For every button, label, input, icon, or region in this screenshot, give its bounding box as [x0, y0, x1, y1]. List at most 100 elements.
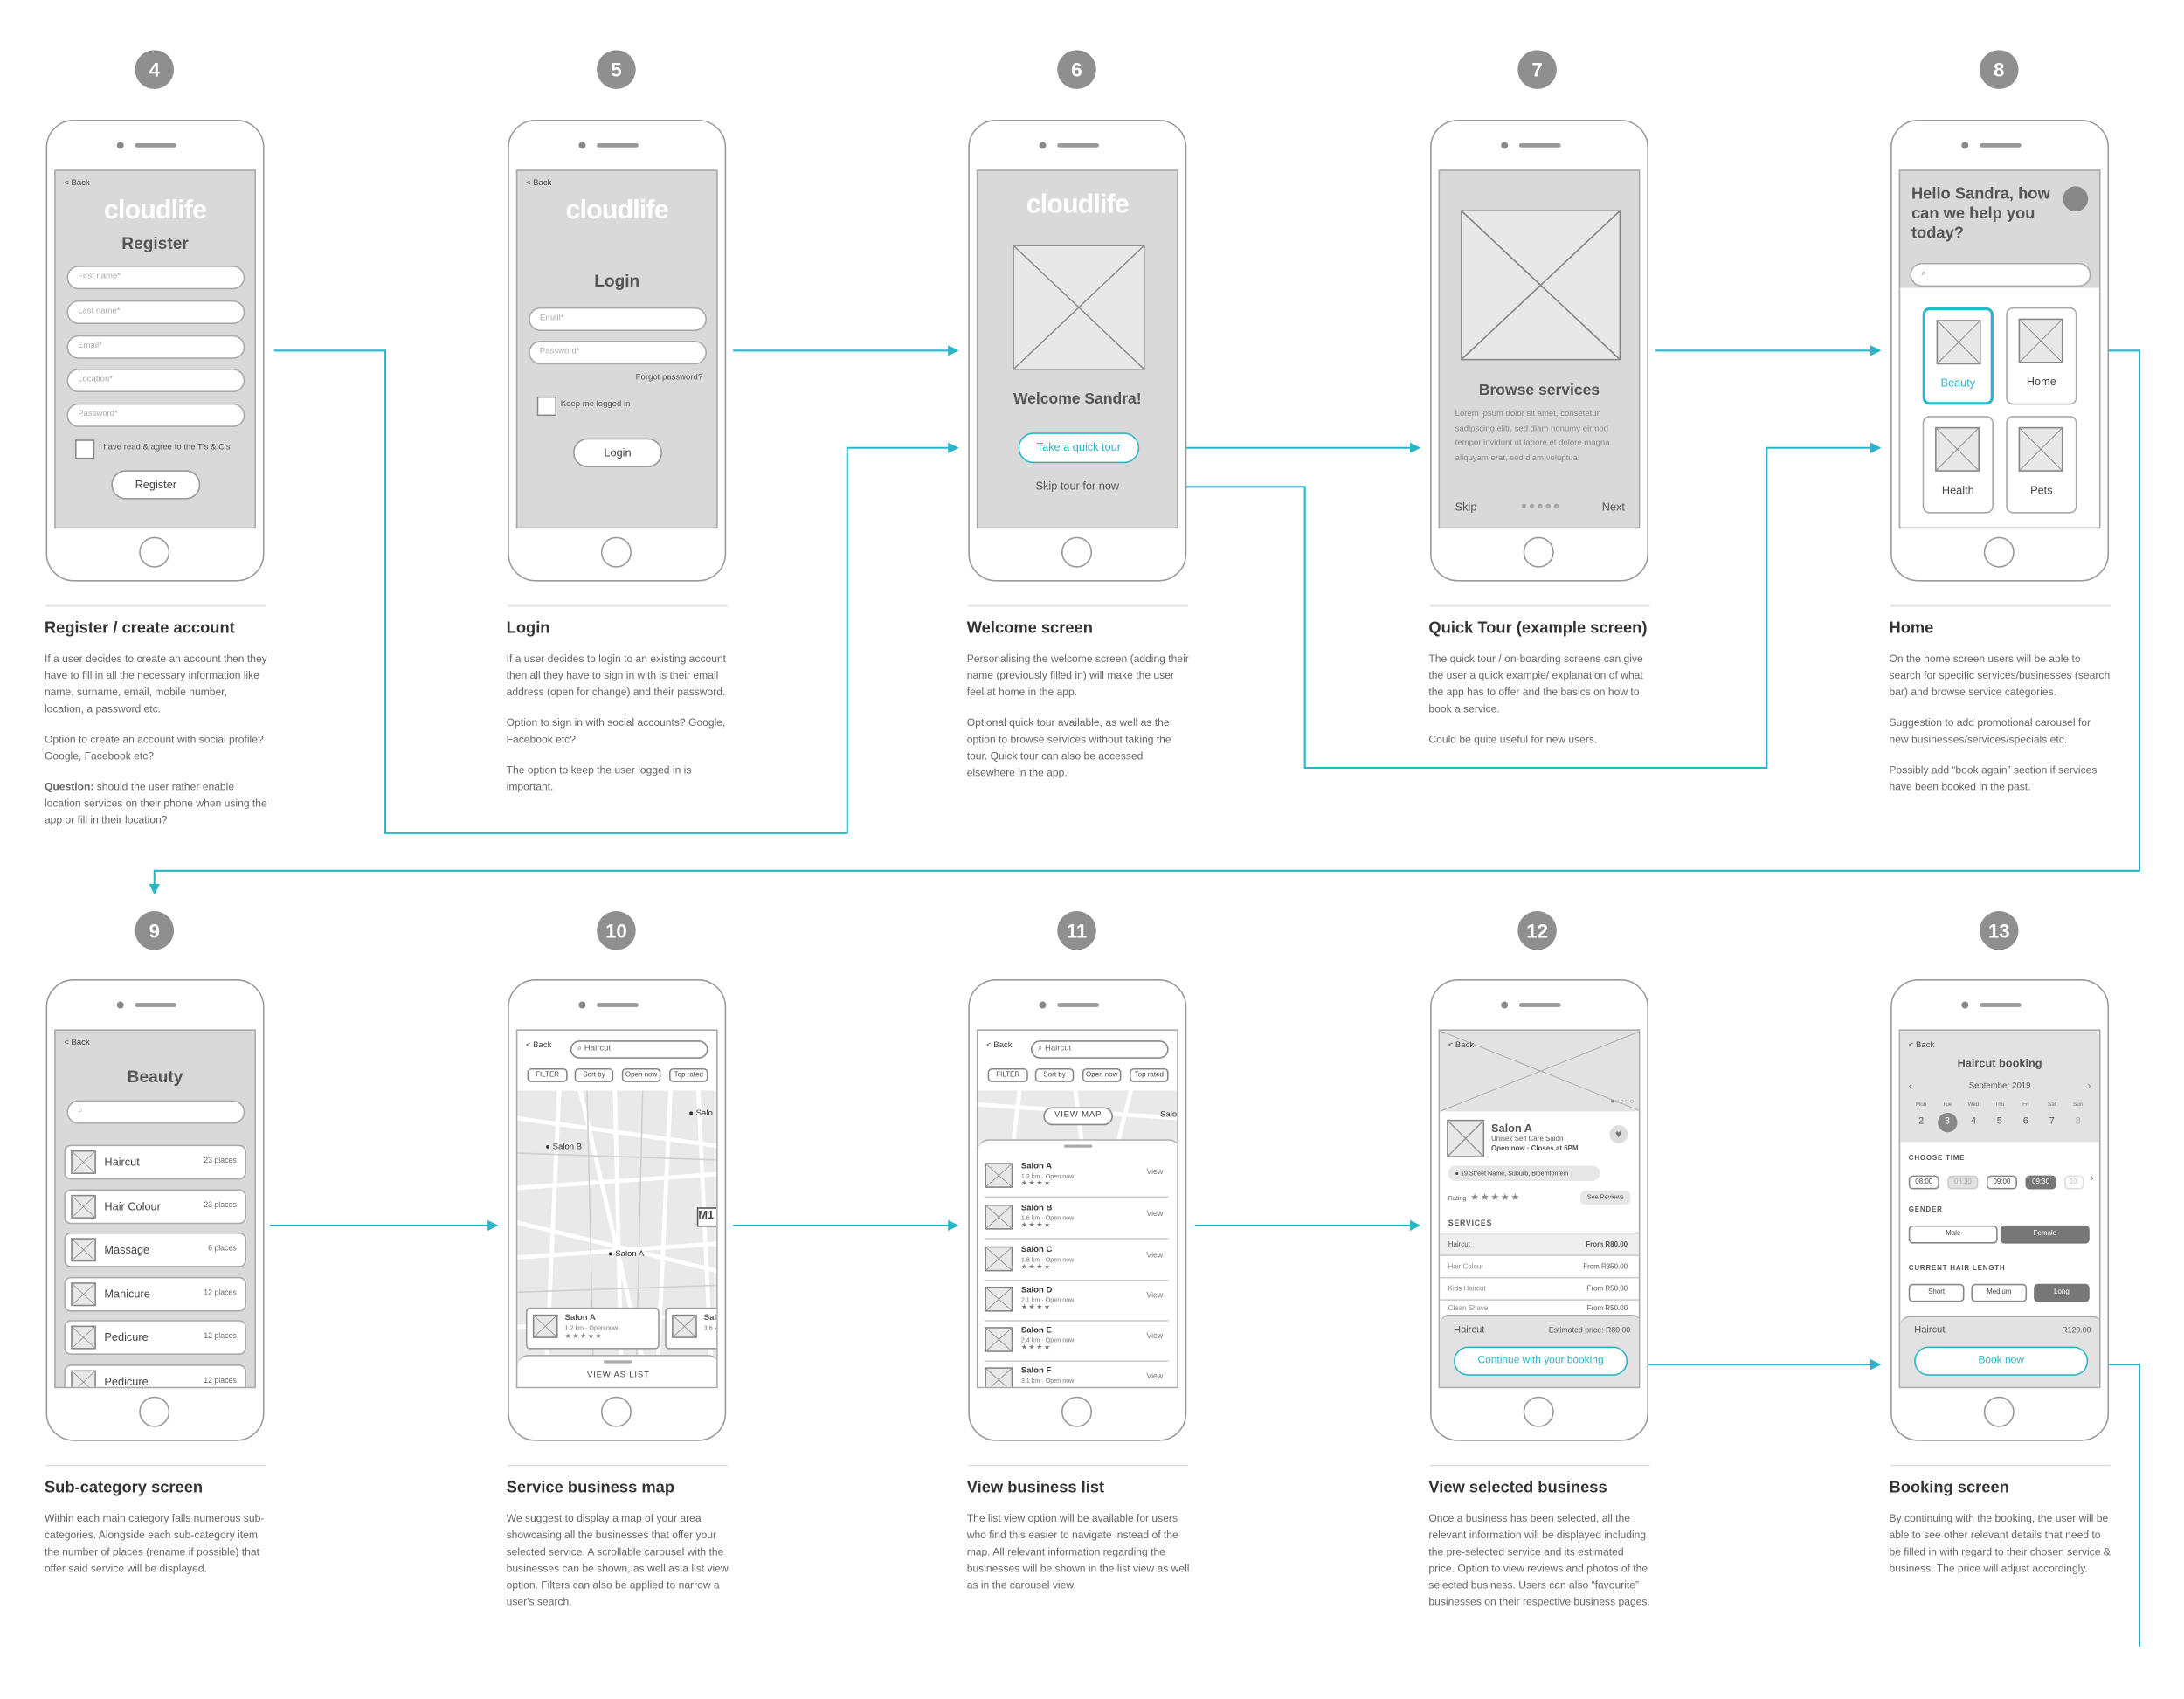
filter-chip[interactable]: FILTER [527, 1067, 568, 1082]
time-slot[interactable]: 09:00 [1986, 1175, 2017, 1190]
back-link[interactable]: < Back [1448, 1041, 1475, 1051]
category-health[interactable]: Health [1922, 416, 1994, 514]
category-beauty[interactable]: Beauty [1922, 307, 1994, 405]
business-card[interactable]: Salo 3.6 k [665, 1307, 717, 1350]
map-pin-salon-a[interactable]: ● Salon A [608, 1251, 644, 1260]
open-now-chip[interactable]: Open now [1082, 1067, 1122, 1082]
top-rated-chip[interactable]: Top rated [668, 1067, 708, 1082]
continue-booking-button[interactable]: Continue with your booking [1454, 1346, 1628, 1376]
camera-icon [578, 1001, 586, 1009]
view-as-list-button[interactable]: VIEW AS LIST [586, 1371, 650, 1380]
view-link[interactable]: View [1146, 1372, 1164, 1382]
last-name-field[interactable]: Last name* [66, 300, 245, 325]
view-link[interactable]: View [1146, 1252, 1164, 1260]
list-sheet[interactable]: VIEW AS LIST [517, 1354, 717, 1387]
password-field[interactable]: Password* [529, 341, 707, 365]
address-chip[interactable]: ● 19 Street Name, Suburb, Bloemfontein [1448, 1165, 1600, 1181]
quick-tour-button[interactable]: Take a quick tour [1018, 432, 1140, 464]
favourite-heart-icon[interactable]: ♥ [1609, 1125, 1628, 1143]
business-card[interactable]: Salon A 1.2 km · Open now ★★★★★ [525, 1307, 660, 1350]
view-link[interactable]: View [1146, 1210, 1164, 1219]
back-link[interactable]: < Back [1908, 1041, 1935, 1051]
back-link[interactable]: < Back [64, 1039, 90, 1048]
see-reviews-button[interactable]: See Reviews [1579, 1191, 1631, 1205]
day-cell[interactable]: 5 [1996, 1116, 2003, 1127]
view-link[interactable]: View [1146, 1332, 1164, 1342]
filter-chip[interactable]: FILTER [987, 1067, 1028, 1082]
back-link[interactable]: < Back [525, 1041, 552, 1051]
view-map-button[interactable]: VIEW MAP [1043, 1107, 1113, 1126]
time-slot[interactable]: 08:00 [1908, 1175, 1939, 1190]
time-slot-selected[interactable]: 09:30 [2025, 1175, 2056, 1190]
forgot-password-link[interactable]: Forgot password? [635, 374, 703, 383]
view-link[interactable]: View [1146, 1168, 1164, 1178]
back-link[interactable]: < Back [64, 179, 90, 188]
map-pin-salon-b[interactable]: ● Salon B [545, 1143, 582, 1152]
next-month-icon[interactable]: › [2087, 1079, 2091, 1093]
email-field[interactable]: Email* [66, 335, 245, 359]
back-link[interactable]: < Back [525, 179, 552, 188]
terms-checkbox[interactable] [74, 439, 95, 459]
search-input[interactable]: ⌕ [1910, 262, 2091, 287]
step-number: 11 [1057, 911, 1096, 950]
day-cell[interactable]: 7 [2049, 1116, 2055, 1127]
top-rated-chip[interactable]: Top rated [1130, 1067, 1169, 1082]
skip-link[interactable]: Skip [1455, 501, 1477, 514]
first-name-field[interactable]: First name* [66, 266, 245, 290]
business-photo[interactable] [1440, 1030, 1639, 1112]
login-button[interactable]: Login [573, 438, 662, 468]
length-medium[interactable]: Medium [1971, 1283, 2028, 1302]
search-input[interactable]: ⌕ [66, 1100, 245, 1124]
keep-logged-checkbox[interactable] [536, 396, 556, 417]
day-cell[interactable]: 2 [1918, 1116, 1925, 1127]
gender-male[interactable]: Male [1908, 1225, 1998, 1244]
next-link[interactable]: Next [1601, 501, 1625, 514]
view-link[interactable]: View [1146, 1292, 1164, 1301]
category-home[interactable]: Home [2006, 307, 2077, 405]
map-pin-salon-c[interactable]: ● Salo [688, 1110, 713, 1119]
category-pets[interactable]: Pets [2006, 416, 2077, 514]
day-cell[interactable]: 6 [2022, 1116, 2028, 1127]
book-now-button[interactable]: Book now [1914, 1346, 2089, 1376]
gender-female-selected[interactable]: Female [2000, 1225, 2090, 1244]
location-field[interactable]: Location* [66, 368, 245, 393]
register-button[interactable]: Register [111, 470, 201, 500]
profile-avatar-icon[interactable] [2063, 186, 2089, 212]
drag-handle-icon[interactable] [604, 1360, 632, 1364]
skip-tour-link[interactable]: Skip tour for now [1035, 480, 1120, 493]
next-times-icon[interactable]: › [2090, 1173, 2094, 1184]
day-cell[interactable]: 8 [2075, 1116, 2081, 1127]
time-slot[interactable]: 10: [2064, 1175, 2084, 1190]
back-link[interactable]: < Back [986, 1041, 1013, 1051]
sort-chip[interactable]: Sort by [574, 1067, 614, 1082]
drag-handle-icon[interactable] [1064, 1144, 1093, 1148]
day-selected[interactable]: 3 [1937, 1112, 1958, 1133]
search-input[interactable]: ⌕ Haircut [1030, 1040, 1169, 1059]
search-input[interactable]: ⌕ Haircut [570, 1040, 708, 1059]
sort-chip[interactable]: Sort by [1034, 1067, 1075, 1082]
open-now-chip[interactable]: Open now [621, 1067, 661, 1082]
length-short[interactable]: Short [1908, 1283, 1965, 1302]
day-cell[interactable]: 4 [1970, 1116, 1977, 1127]
email-field[interactable]: Email* [529, 307, 707, 331]
prev-month-icon[interactable]: ‹ [1908, 1079, 1913, 1093]
length-long-selected[interactable]: Long [2034, 1283, 2090, 1302]
password-field[interactable]: Password* [66, 403, 245, 427]
caption-text: If a user decides to create an account t… [44, 652, 267, 715]
